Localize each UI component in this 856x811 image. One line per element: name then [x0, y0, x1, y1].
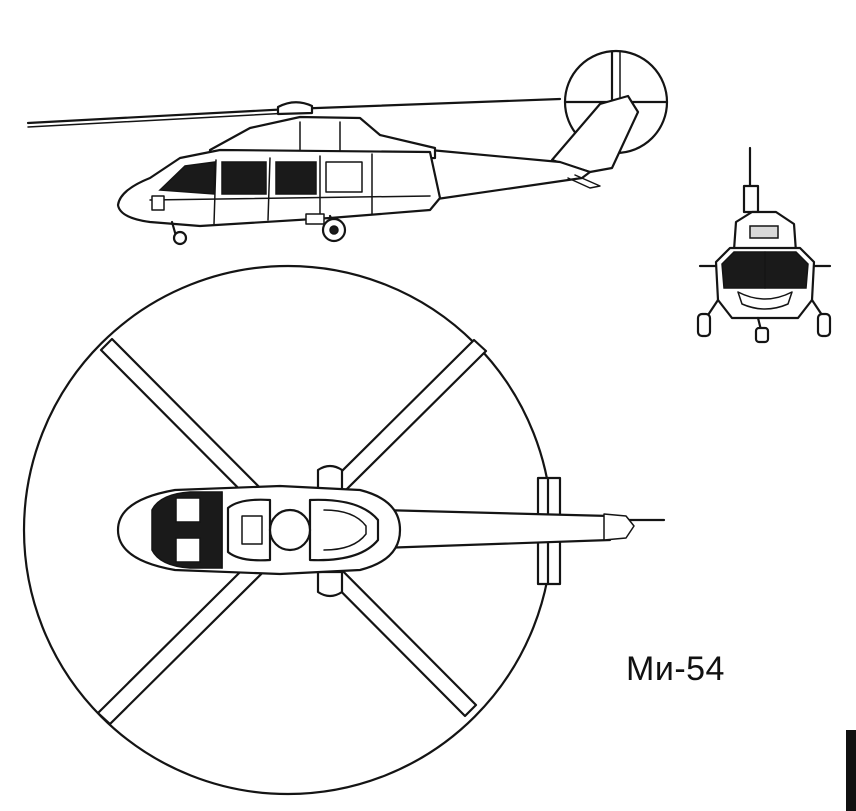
front-nose-wheel: [754, 326, 770, 344]
top-rotor-hub: [268, 508, 312, 552]
front-right-wheel: [816, 312, 832, 338]
side-view: [26, 49, 669, 246]
side-cabin-window: [275, 161, 317, 195]
side-nose-wheel: [172, 230, 188, 246]
side-cockpit-window: [158, 161, 216, 195]
side-rotor-hub: [276, 101, 314, 116]
model-label: Ми-54: [626, 650, 725, 688]
scan-edge-mark: [846, 730, 856, 811]
top-engine-deck: [226, 498, 272, 562]
front-view: [696, 146, 832, 344]
top-view: [22, 264, 666, 796]
front-left-wheel: [696, 312, 712, 338]
side-cabin-window: [325, 161, 363, 193]
top-tail-rotor: [603, 513, 635, 541]
top-tail-boom: [378, 508, 612, 550]
side-cabin-window: [221, 161, 267, 195]
